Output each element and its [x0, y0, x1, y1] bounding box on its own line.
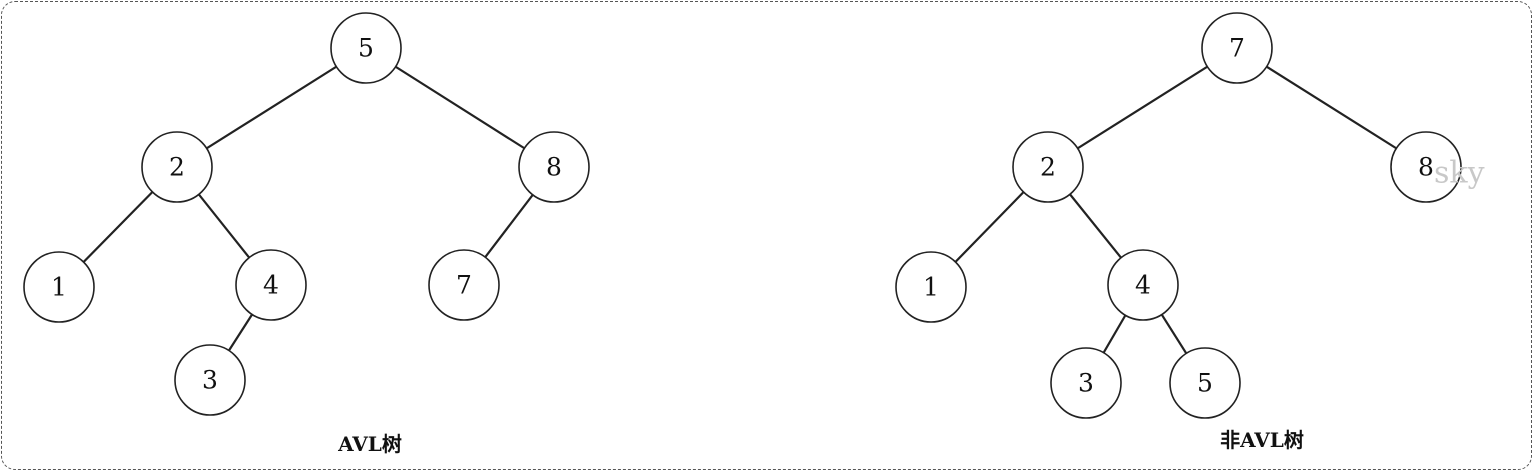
node-label: 1	[51, 273, 67, 302]
node-label: 4	[263, 271, 279, 300]
avl-tree-caption: AVL树	[337, 432, 402, 456]
node-circle	[1012, 131, 1084, 203]
tree-node: 5	[330, 12, 402, 84]
tree-node: 2	[141, 131, 213, 203]
tree-node: 4	[1107, 249, 1179, 321]
tree-node: 1	[23, 251, 95, 323]
node-circle	[174, 344, 246, 416]
node-circle	[1390, 131, 1462, 203]
node-circle	[1169, 347, 1241, 419]
tree-node: 7	[1201, 12, 1273, 84]
tree-node: 8	[1390, 131, 1462, 203]
node-circle	[518, 131, 590, 203]
tree-node: 4	[235, 249, 307, 321]
tree-edge	[176, 47, 367, 168]
node-circle	[235, 249, 307, 321]
node-label: 2	[169, 153, 185, 182]
node-circle	[23, 251, 95, 323]
tree-node: 3	[174, 344, 246, 416]
node-circle	[895, 251, 967, 323]
tree-node: 2	[1012, 131, 1084, 203]
tree-node: 1	[895, 251, 967, 323]
node-circle	[1107, 249, 1179, 321]
non-avl-tree-caption: 非AVL树	[1220, 428, 1304, 452]
node-label: 3	[202, 366, 218, 395]
node-label: 3	[1078, 369, 1094, 398]
node-label: 7	[456, 271, 472, 300]
watermark-text: sky	[1434, 156, 1485, 191]
node-label: 8	[546, 153, 562, 182]
node-label: 4	[1135, 271, 1151, 300]
node-circle	[330, 12, 402, 84]
tree-edge	[1047, 47, 1238, 168]
tree-edge	[365, 47, 555, 168]
node-circle	[1050, 347, 1122, 419]
tree-node: 5	[1169, 347, 1241, 419]
node-label: 5	[358, 34, 374, 63]
tree-node: 8	[518, 131, 590, 203]
node-label: 1	[923, 273, 939, 302]
node-label: 7	[1229, 34, 1245, 63]
tree-node: 7	[428, 249, 500, 321]
node-label: 5	[1197, 369, 1213, 398]
node-circle	[1201, 12, 1273, 84]
node-label: 2	[1040, 153, 1056, 182]
node-circle	[428, 249, 500, 321]
node-label: 8	[1418, 153, 1434, 182]
node-circle	[141, 131, 213, 203]
tree-edge	[1236, 47, 1427, 168]
edges-layer	[58, 47, 1427, 384]
tree-node: 3	[1050, 347, 1122, 419]
